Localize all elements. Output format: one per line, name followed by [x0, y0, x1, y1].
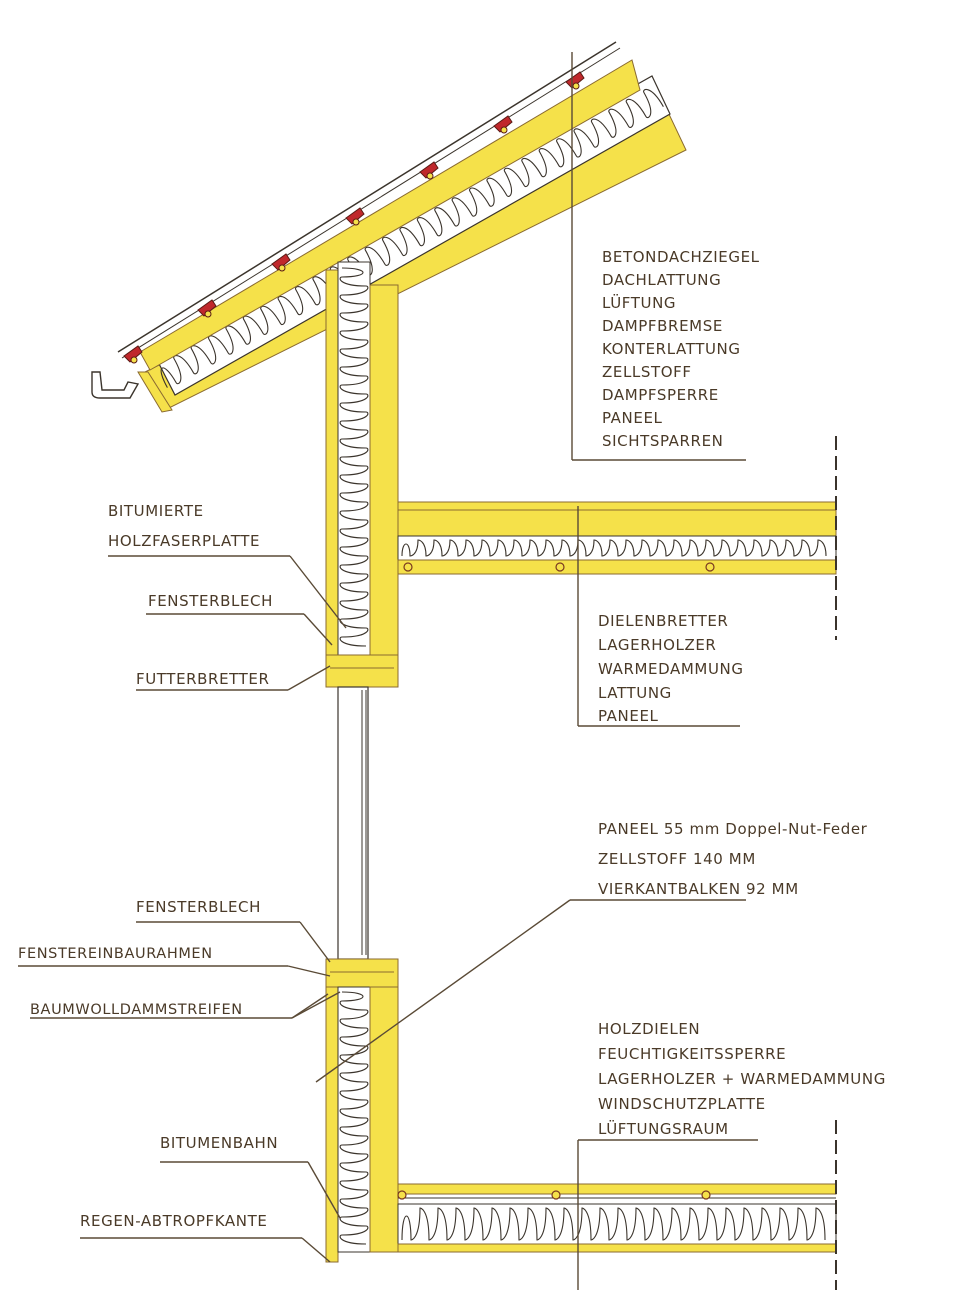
- ground-floor-assembly: [397, 1120, 837, 1290]
- leader-lines: [18, 52, 758, 1290]
- floor-label: LÜFTUNGSRAUM: [598, 1119, 729, 1138]
- label-holzfaserplatte: HOLZFASERPLATTE: [108, 532, 260, 550]
- floor-labels: HOLZDIELEN FEUCHTIGKEITSSPERRE LAGERHOLZ…: [598, 1020, 886, 1138]
- roof-label: KONTERLATTUNG: [602, 340, 741, 358]
- label-futterbretter: FUTTERBRETTER: [136, 670, 270, 688]
- label-fensterblech-bottom: FENSTERBLECH: [136, 898, 261, 916]
- ceiling-label: DIELENBRETTER: [598, 612, 728, 630]
- wall-label: ZELLSTOFF 140 MM: [598, 850, 756, 868]
- lower-wall-outer-board: [325, 986, 339, 1263]
- roof-labels: BETONDACHZIEGEL DACHLATTUNG LÜFTUNG DAMP…: [602, 248, 760, 450]
- window-glass: [337, 686, 369, 960]
- roof-tile-clip: [419, 161, 439, 180]
- label-regen-abtropfkante: REGEN-ABTROPFKANTE: [80, 1212, 267, 1230]
- window: [325, 654, 399, 988]
- roof-tiles: [123, 71, 585, 364]
- roof-counter-batten: [139, 59, 641, 371]
- lower-wall-insulation: [337, 986, 371, 1253]
- upper-wall: [325, 261, 399, 656]
- roof-tile-clip: [493, 115, 513, 134]
- roof-label: PANEEL: [602, 409, 663, 427]
- ceiling-assembly: [397, 436, 837, 640]
- batten-marker: [397, 1190, 407, 1200]
- ceiling-label: LAGERHOLZER: [598, 636, 716, 654]
- roof-label: BETONDACHZIEGEL: [602, 248, 760, 266]
- window-sill-frame: [325, 958, 399, 988]
- upper-wall-post: [369, 284, 399, 656]
- floor-boards: [397, 1183, 837, 1195]
- roof-insulation-pattern: [160, 88, 664, 388]
- roof-tile-clip: [565, 71, 585, 90]
- roof-tile-line: [117, 41, 617, 353]
- wall-label: PANEEL 55 mm Doppel-Nut-Feder: [598, 820, 868, 838]
- wall-label: VIERKANTBALKEN 92 MM: [598, 880, 799, 898]
- ceiling-label: LATTUNG: [598, 684, 672, 702]
- ceiling-label: WARMEDAMMUNG: [598, 660, 744, 678]
- ceiling-joists: [397, 509, 837, 537]
- label-baumwolldammstreifen: BAUMWOLLDAMMSTREIFEN: [30, 1002, 243, 1018]
- roof-assembly: [91, 41, 687, 413]
- ceiling-labels: DIELENBRETTER LAGERHOLZER WARMEDAMMUNG L…: [598, 612, 744, 725]
- ceiling-panel: [397, 559, 837, 575]
- window-head-frame: [325, 654, 399, 688]
- label-fensterblech-top: FENSTERBLECH: [148, 592, 273, 610]
- batten-marker: [403, 562, 413, 572]
- roof-label: LÜFTUNG: [602, 293, 676, 312]
- floor-label: FEUCHTIGKEITSSPERRE: [598, 1045, 786, 1063]
- batten-marker: [555, 562, 565, 572]
- batten-marker: [701, 1190, 711, 1200]
- roof-tile-clip: [123, 345, 143, 364]
- roof-label: DAMPFBREMSE: [602, 317, 723, 335]
- lower-wall-post: [369, 986, 399, 1253]
- roof-label: DAMPFSPERRE: [602, 386, 719, 404]
- lower-wall: [325, 986, 399, 1263]
- roof-label: ZELLSTOFF: [602, 363, 692, 381]
- roof-tile-clip: [271, 253, 291, 272]
- label-bitumenbahn: BITUMENBAHN: [160, 1134, 278, 1152]
- roof-label: SICHTSPARREN: [602, 432, 723, 450]
- ceiling-label: PANEEL: [598, 707, 659, 725]
- upper-wall-outer-board: [325, 269, 339, 656]
- wall-labels: PANEEL 55 mm Doppel-Nut-Feder ZELLSTOFF …: [598, 820, 868, 898]
- gutter-icon: [91, 371, 140, 399]
- roof-tile-clip: [197, 299, 217, 318]
- roof-label: DACHLATTUNG: [602, 271, 721, 289]
- label-fenstereinbaurahmen: FENSTEREINBAURAHMEN: [18, 946, 213, 962]
- batten-marker: [705, 562, 715, 572]
- floor-label: WINDSCHUTZPLATTE: [598, 1095, 766, 1113]
- left-labels: BITUMIERTE HOLZFASERPLATTE FENSTERBLECH …: [18, 502, 278, 1230]
- floor-wind-board: [397, 1243, 837, 1253]
- floor-label: LAGERHOLZER + WARMEDAMMUNG: [598, 1070, 886, 1088]
- roof-tile-clip: [345, 207, 365, 226]
- batten-marker: [551, 1190, 561, 1200]
- floor-label: HOLZDIELEN: [598, 1020, 700, 1038]
- ceiling-floorboards: [397, 501, 837, 511]
- label-bitumierte: BITUMIERTE: [108, 502, 204, 520]
